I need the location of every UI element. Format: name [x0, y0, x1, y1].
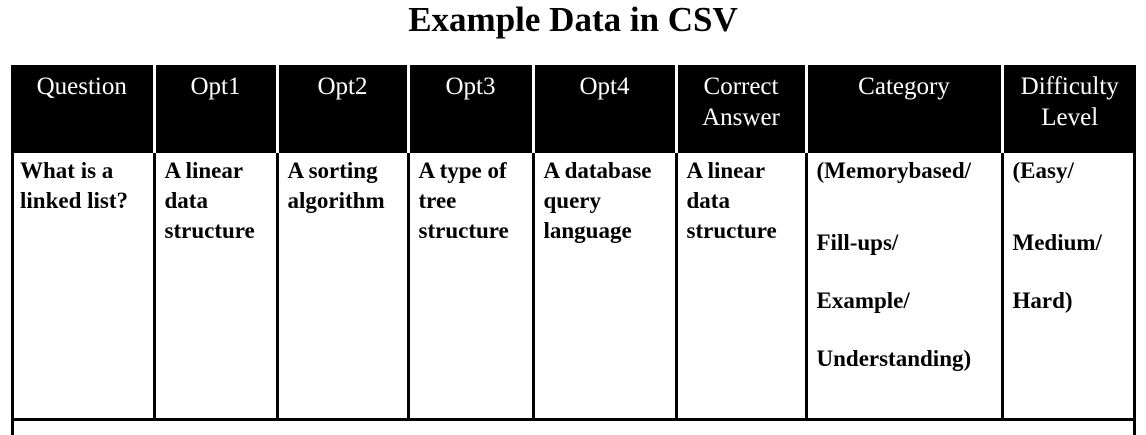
header-question: Question — [36, 73, 127, 100]
cell-correct-answer: A linear data structure — [674, 153, 806, 421]
table-row: What is a linked list? A linear data str… — [11, 153, 1136, 421]
cell-category: (Memorybased/ Fill-ups/ Example/ Underst… — [804, 153, 1002, 421]
header-category: Category — [804, 65, 1002, 153]
header-opt2: Opt2 — [275, 65, 408, 153]
header-opt3: Opt3 — [406, 65, 533, 153]
header-opt1: Opt1 — [152, 65, 277, 153]
table-header-row: Question Opt1 Opt2 Opt3 Opt4 Correct Ans… — [11, 65, 1136, 153]
difficulty-option: (Easy/ — [1012, 158, 1074, 183]
cell-opt4: A database query language — [531, 153, 676, 421]
category-option: Understanding) — [816, 346, 972, 371]
category-option: (Memorybased/ — [816, 158, 972, 183]
header-difficulty-level: Difficulty Level — [1000, 65, 1136, 153]
cell-question: What is a linked list? — [11, 153, 154, 421]
cell-opt3: A type of tree structure — [406, 153, 533, 421]
category-option: Example/ — [816, 288, 910, 313]
cell-opt1: A linear data structure — [152, 153, 277, 421]
cell-difficulty-level: (Easy/ Medium/ Hard) — [1000, 153, 1136, 421]
difficulty-option: Medium/ — [1012, 230, 1102, 255]
csv-table: Question Opt1 Opt2 Opt3 Opt4 Correct Ans… — [11, 65, 1136, 421]
difficulty-option: Hard) — [1012, 288, 1073, 313]
page-title: Example Data in CSV — [408, 0, 738, 39]
header-correct-answer: Correct Answer — [674, 65, 806, 153]
header-opt4: Opt4 — [531, 65, 676, 153]
category-option: Fill-ups/ — [816, 230, 899, 255]
cell-opt2: A sorting algorithm — [275, 153, 408, 421]
